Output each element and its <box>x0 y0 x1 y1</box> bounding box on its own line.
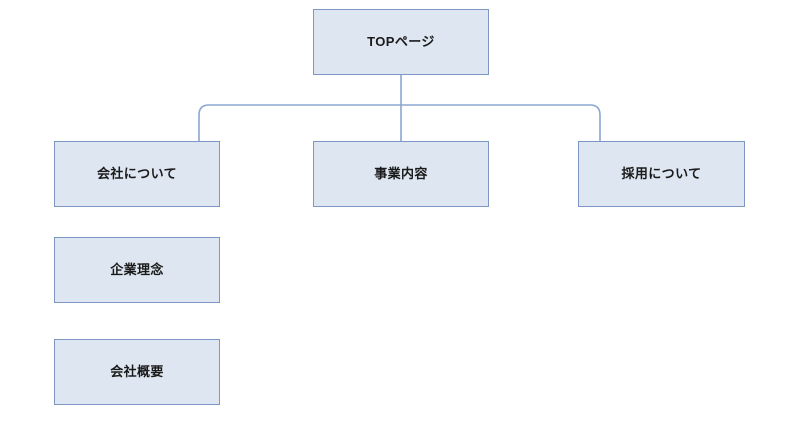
node-label-top-page: TOPページ <box>367 34 435 50</box>
node-label-about-company: 会社について <box>96 166 177 182</box>
node-label-recruitment: 採用について <box>621 166 702 182</box>
connector-bus-right <box>401 104 601 141</box>
node-label-corporate-philosophy: 企業理念 <box>110 262 164 278</box>
node-label-business-content: 事業内容 <box>374 166 428 182</box>
node-top-page[interactable]: TOPページ <box>313 9 489 75</box>
node-label-company-profile: 会社概要 <box>110 364 164 380</box>
node-recruitment[interactable]: 採用について <box>578 141 745 207</box>
node-corporate-philosophy[interactable]: 企業理念 <box>54 237 220 303</box>
node-business-content[interactable]: 事業内容 <box>313 141 489 207</box>
node-about-company[interactable]: 会社について <box>54 141 220 207</box>
connector-bus-left <box>198 104 401 141</box>
node-company-profile[interactable]: 会社概要 <box>54 339 220 405</box>
